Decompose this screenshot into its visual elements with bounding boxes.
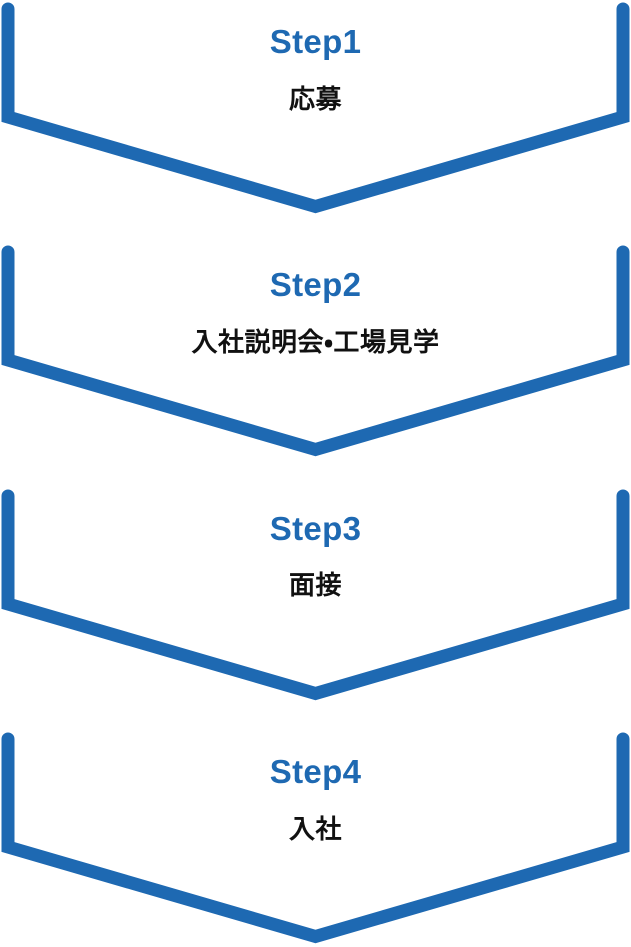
step-number-label: Step4 [269, 752, 362, 790]
step-block-2: Step2 入社説明会・工場見学 [0, 245, 631, 457]
step-number-label: Step3 [269, 509, 362, 547]
step-title: 入社 [288, 813, 343, 844]
step-block-3: Step3 面接 [0, 489, 631, 700]
step-block-1: Step1 応募 [0, 2, 631, 214]
chevron-down-icon [1, 2, 630, 214]
step-title: 応募 [288, 83, 343, 114]
step-title: 入社説明会・工場見学 [191, 326, 440, 357]
step-block-4: Step4 入社 [0, 732, 631, 944]
step-number-label: Step2 [269, 266, 362, 304]
chevron-down-icon [1, 245, 630, 457]
chevron-down-icon [1, 489, 630, 700]
chevron-down-icon [1, 732, 630, 944]
step-number-label: Step1 [269, 23, 362, 60]
step-title: 面接 [288, 570, 343, 601]
